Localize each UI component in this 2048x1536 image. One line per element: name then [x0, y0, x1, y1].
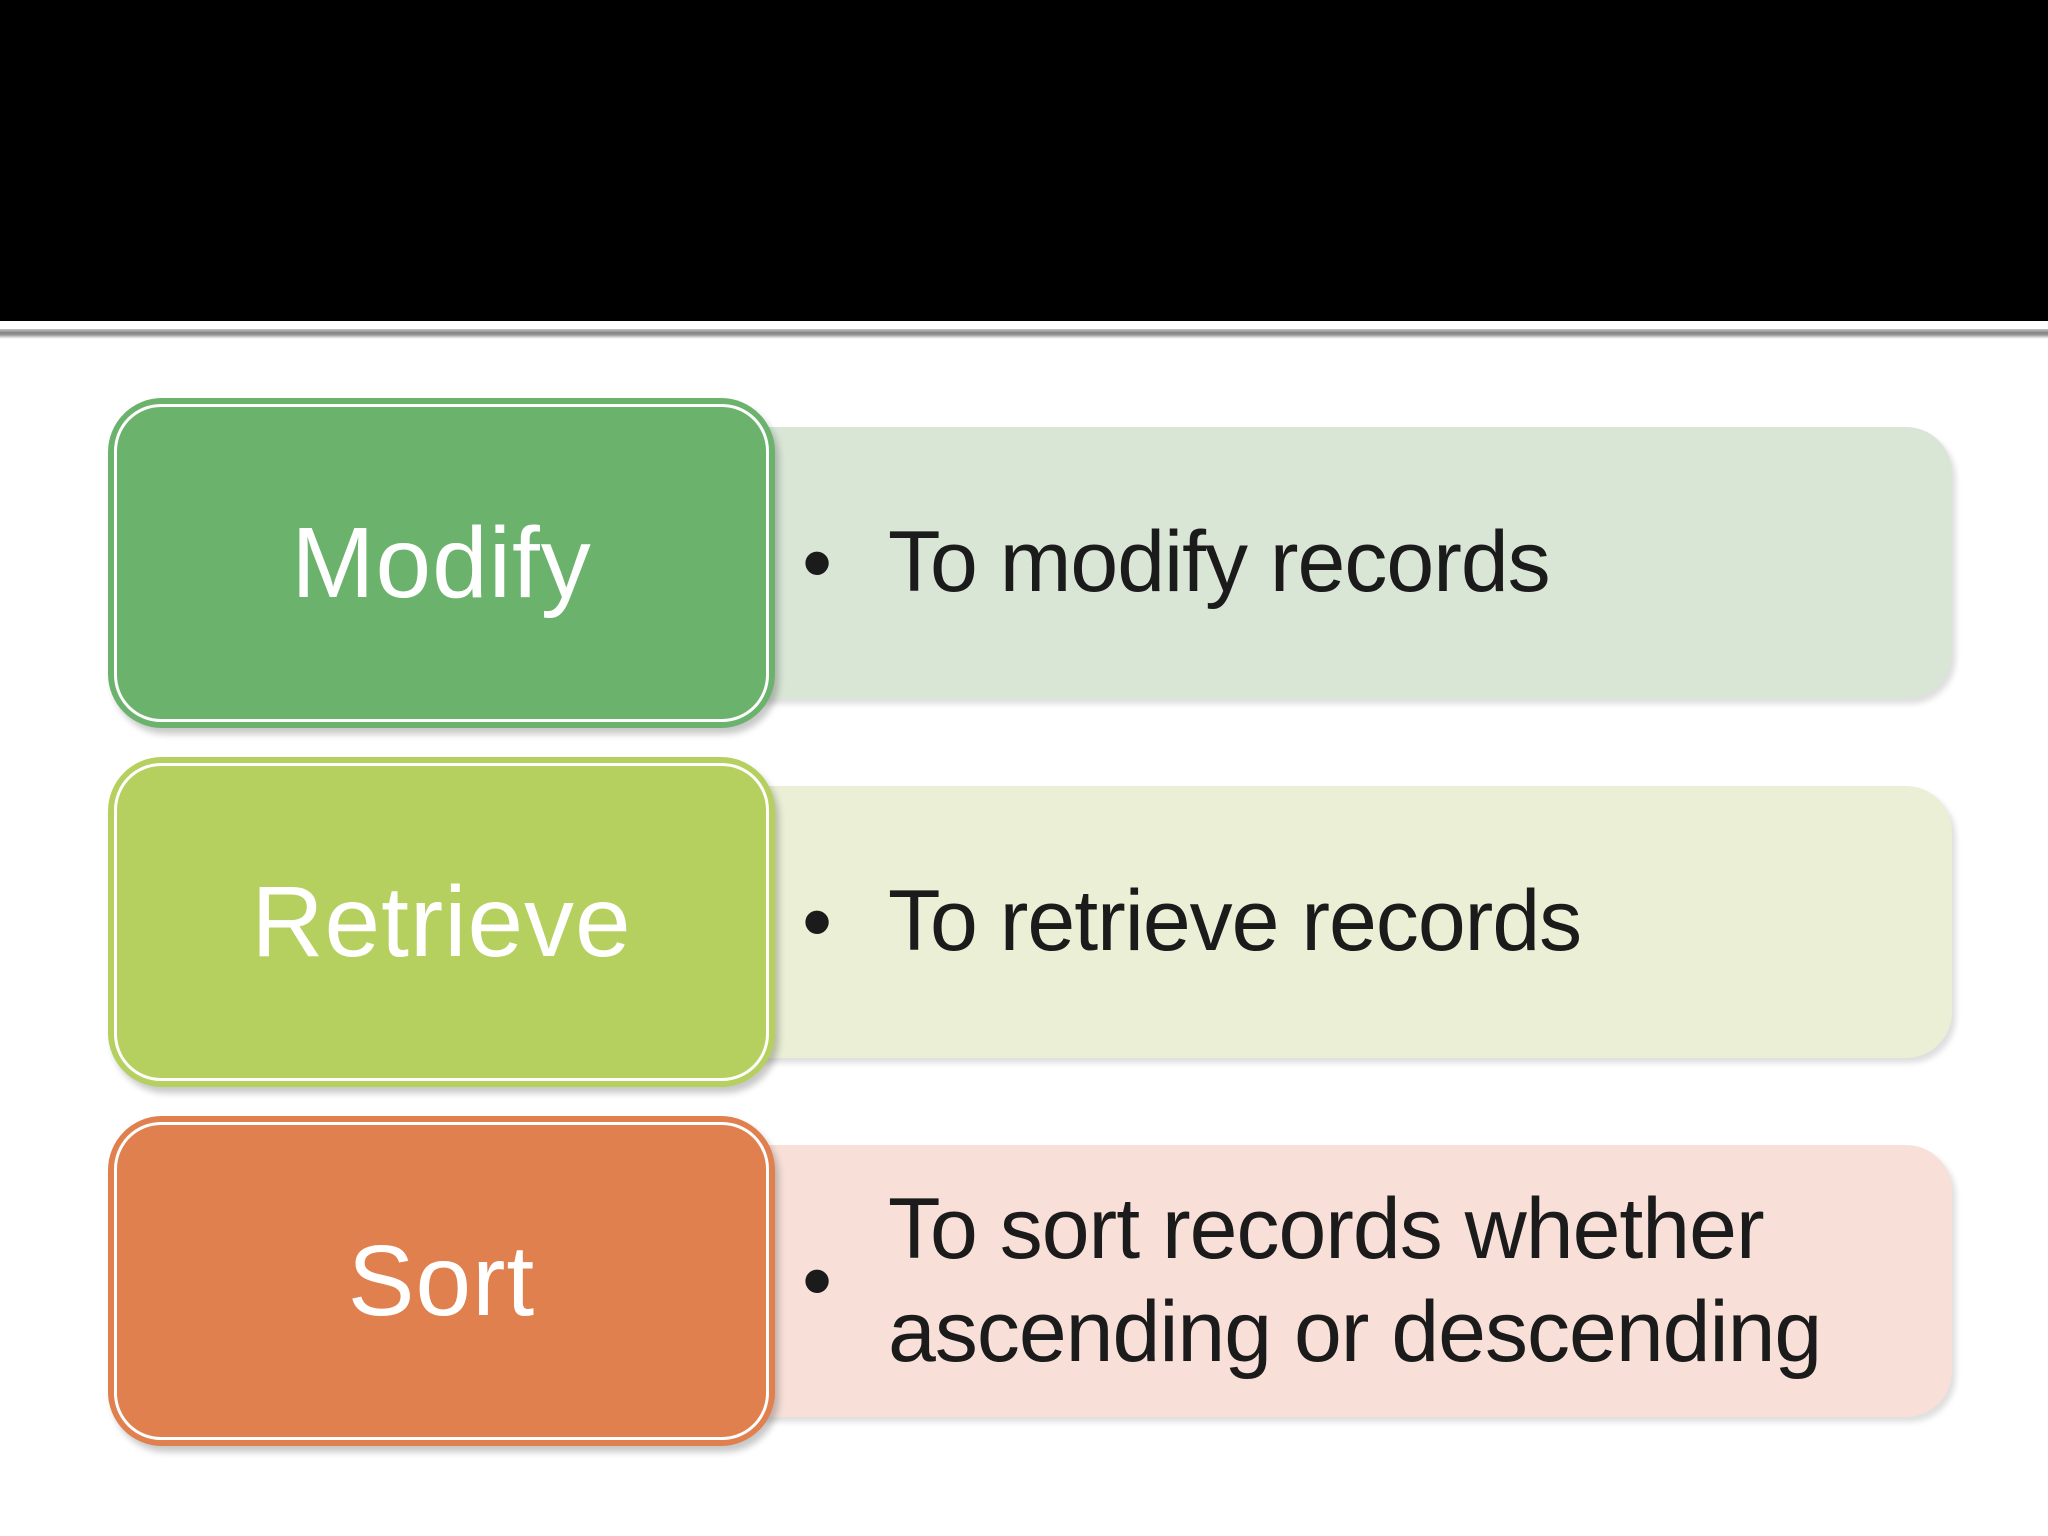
retrieve-label-box: Retrieve: [108, 757, 775, 1087]
sort-label: Sort: [347, 1224, 536, 1337]
sort-description-text: To sort records whether ascending or des…: [888, 1178, 1822, 1384]
bullet-text-line: To retrieve records: [888, 873, 1582, 970]
retrieve-description-text: To retrieve records: [888, 870, 1582, 973]
sort-description-bar: • To sort records whether ascending or d…: [700, 1145, 1952, 1417]
modify-description-bar: • To modify records: [700, 427, 1952, 699]
modify-label: Modify: [291, 506, 592, 619]
bullet-marker: •: [802, 874, 833, 970]
bullet-text-line: To sort records whether: [888, 1180, 1765, 1277]
title-bar: [0, 0, 2048, 321]
list-row-retrieve: • To retrieve records Retrieve: [0, 757, 2048, 1087]
sort-label-box: Sort: [108, 1116, 775, 1446]
list-row-sort: • To sort records whether ascending or d…: [0, 1116, 2048, 1446]
modify-description-text: To modify records: [888, 511, 1551, 614]
retrieve-description-bar: • To retrieve records: [700, 786, 1952, 1058]
list-row-modify: • To modify records Modify: [0, 398, 2048, 728]
retrieve-label: Retrieve: [251, 865, 632, 978]
bullet-text-line: To modify records: [888, 514, 1551, 611]
header-divider-line: [0, 329, 2048, 339]
modify-label-box: Modify: [108, 398, 775, 728]
bullet-marker: •: [802, 515, 833, 611]
bullet-marker: •: [802, 1233, 833, 1329]
bullet-text-line: ascending or descending: [888, 1284, 1822, 1380]
